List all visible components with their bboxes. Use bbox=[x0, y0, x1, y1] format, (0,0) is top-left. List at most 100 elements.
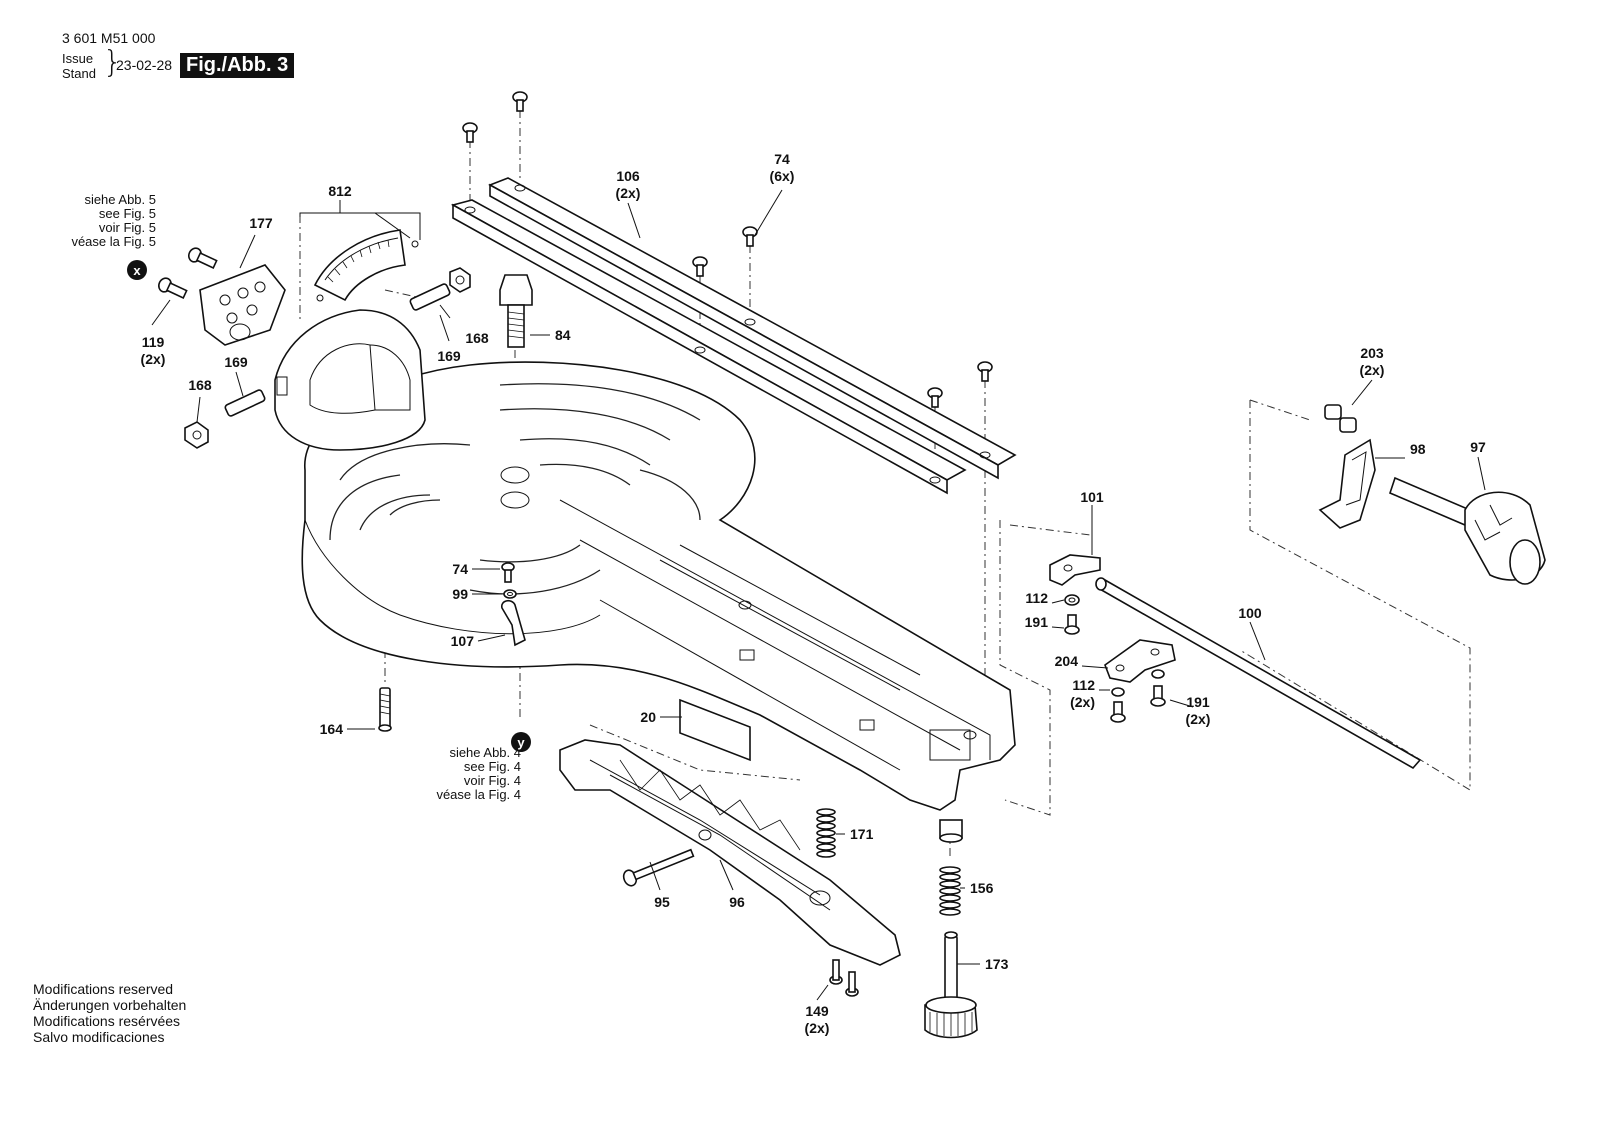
callout-95: 95 bbox=[654, 894, 670, 910]
note-line: voir Fig. 5 bbox=[98, 220, 156, 235]
callout-156: 156 bbox=[970, 880, 994, 896]
miter-housing bbox=[274, 309, 426, 451]
callout-112-upper: 112 bbox=[1025, 590, 1048, 606]
leader-lines bbox=[151, 189, 1486, 1001]
callout-149: 149 bbox=[805, 1003, 829, 1019]
angle-scale-812 bbox=[313, 229, 419, 302]
nut-203-pair bbox=[1324, 404, 1357, 433]
rod-100 bbox=[1095, 577, 1422, 770]
callout-812: 812 bbox=[328, 183, 352, 199]
screw-164 bbox=[378, 687, 392, 732]
washer-112-b bbox=[1111, 669, 1165, 697]
callout-168-left: 168 bbox=[188, 377, 212, 393]
washer-99 bbox=[503, 589, 517, 599]
screw-74-set bbox=[462, 91, 993, 408]
callout-191-upper: 191 bbox=[1025, 614, 1049, 630]
label-plate-20 bbox=[679, 698, 751, 762]
bolt-95 bbox=[622, 848, 695, 887]
reference-note-fig5: siehe Abb. 5 see Fig. 5 voir Fig. 5 véas… bbox=[40, 193, 156, 249]
spring-171 bbox=[816, 808, 836, 858]
callout-74-top-qty: (6x) bbox=[770, 168, 795, 184]
foot-post bbox=[939, 819, 963, 843]
set-screw-169-a bbox=[409, 283, 451, 311]
callout-169-left: 169 bbox=[224, 354, 248, 370]
callout-106: 106 bbox=[616, 168, 640, 184]
callout-101: 101 bbox=[1080, 489, 1104, 505]
footer-line: Änderungen vorbehalten bbox=[33, 997, 187, 1013]
note-line: siehe Abb. 4 bbox=[449, 745, 521, 760]
turntable-base bbox=[301, 361, 1016, 811]
screw-191-a bbox=[1064, 614, 1080, 635]
note-line: véase la Fig. 4 bbox=[436, 787, 521, 802]
callout-97: 97 bbox=[1470, 439, 1486, 455]
marker-x: x bbox=[127, 260, 147, 280]
callout-164: 164 bbox=[320, 721, 344, 737]
issue-date: 23-02-28 bbox=[116, 57, 173, 73]
callout-20: 20 bbox=[640, 709, 656, 725]
fence-rail-106 bbox=[450, 177, 1017, 495]
knob-97 bbox=[1389, 476, 1546, 585]
svg-text:y: y bbox=[517, 735, 525, 750]
brace-glyph: } bbox=[103, 45, 123, 80]
issue-label-en: Issue bbox=[62, 51, 94, 66]
screw-191-b bbox=[1110, 685, 1166, 723]
callout-100: 100 bbox=[1238, 605, 1262, 621]
bracket-101 bbox=[1049, 554, 1101, 586]
detent-plate-177 bbox=[199, 264, 286, 346]
nut-168-a bbox=[449, 267, 471, 293]
document-number: 3 601 M51 000 bbox=[62, 30, 156, 46]
callout-98: 98 bbox=[1410, 441, 1426, 457]
screw-74-lower bbox=[501, 562, 515, 583]
reference-note-fig4: siehe Abb. 4 see Fig. 4 voir Fig. 4 véas… bbox=[400, 746, 521, 802]
clamp-107 bbox=[501, 599, 526, 647]
adjuster-screw-173 bbox=[924, 931, 978, 1039]
callout-191-lower-qty: (2x) bbox=[1186, 711, 1211, 727]
callout-labels: 812 177 119 (2x) 168 169 168 169 84 106 … bbox=[141, 151, 1486, 1036]
footer-line: Modifications reserved bbox=[33, 981, 174, 997]
washer-112-a bbox=[1064, 594, 1080, 606]
callout-74-top: 74 bbox=[774, 151, 790, 167]
callout-119-qty: (2x) bbox=[141, 351, 166, 367]
callout-99: 99 bbox=[452, 586, 468, 602]
callout-168-right: 168 bbox=[465, 330, 489, 346]
callout-107: 107 bbox=[451, 633, 475, 649]
callout-112-lower: 112 bbox=[1072, 677, 1095, 693]
callout-171: 171 bbox=[850, 826, 874, 842]
callout-106-qty: (2x) bbox=[616, 185, 641, 201]
callout-203-qty: (2x) bbox=[1360, 362, 1385, 378]
callout-96: 96 bbox=[729, 894, 745, 910]
nut-168-b bbox=[184, 421, 209, 449]
note-line: voir Fig. 4 bbox=[463, 773, 521, 788]
set-screw-169-b bbox=[224, 389, 266, 417]
figure-badge: Fig./Abb. 3 bbox=[180, 53, 295, 78]
note-line: véase la Fig. 5 bbox=[71, 234, 156, 249]
bracket-204 bbox=[1104, 639, 1176, 683]
bracket-98 bbox=[1318, 438, 1376, 529]
callout-169-right: 169 bbox=[437, 348, 461, 364]
callout-74-lower: 74 bbox=[452, 561, 468, 577]
callout-119: 119 bbox=[142, 334, 165, 350]
callout-149-qty: (2x) bbox=[805, 1020, 830, 1036]
screw-149-pair bbox=[829, 959, 859, 997]
issue-label-de: Stand bbox=[62, 66, 96, 81]
callout-84: 84 bbox=[555, 327, 571, 343]
release-lever-96 bbox=[559, 739, 901, 966]
footer-line: Salvo modificaciones bbox=[33, 1029, 165, 1045]
callout-191-lower: 191 bbox=[1186, 694, 1210, 710]
modifications-notice: Modifications reserved Änderungen vorbeh… bbox=[33, 981, 186, 1045]
callout-177: 177 bbox=[249, 215, 273, 231]
spring-156 bbox=[939, 866, 961, 916]
callout-173: 173 bbox=[985, 956, 1009, 972]
marker-y: y bbox=[511, 732, 531, 752]
bolt-84 bbox=[499, 274, 533, 348]
callout-204: 204 bbox=[1055, 653, 1079, 669]
note-line: see Fig. 5 bbox=[98, 206, 156, 221]
callout-112-lower-qty: (2x) bbox=[1070, 694, 1095, 710]
callout-203: 203 bbox=[1360, 345, 1384, 361]
svg-text:x: x bbox=[133, 263, 141, 278]
screw-119-pair bbox=[158, 247, 218, 299]
issue-label: Issue Stand bbox=[62, 51, 96, 81]
note-line: siehe Abb. 5 bbox=[84, 192, 156, 207]
note-line: see Fig. 4 bbox=[463, 759, 521, 774]
footer-line: Modifications resérvées bbox=[33, 1013, 181, 1029]
